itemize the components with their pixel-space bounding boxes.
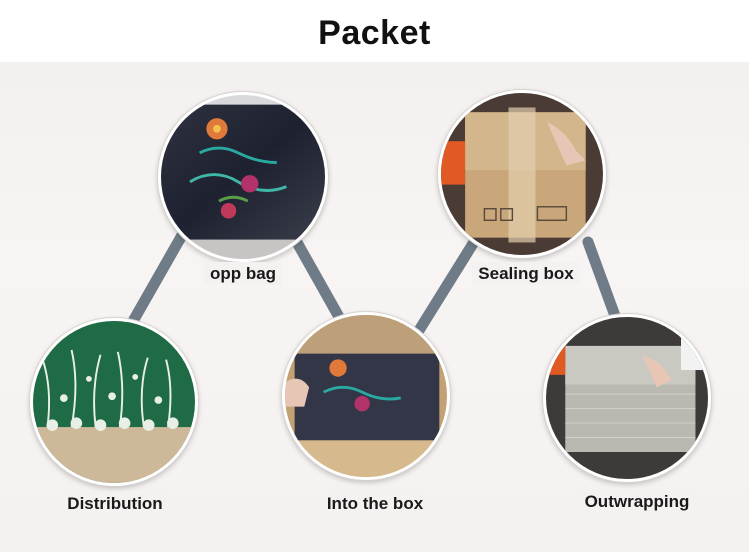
distribution-photo <box>30 318 198 486</box>
opp-bag-label: opp bag <box>203 262 283 285</box>
header: Packet <box>0 0 749 66</box>
packing-process-stage: opp bag Sealing box <box>0 62 749 552</box>
sealing-box-label: Sealing box <box>472 262 580 285</box>
sealing-box-image <box>441 93 603 255</box>
sealing-box-label-text: Sealing box <box>472 262 580 285</box>
outwrapping-image <box>546 317 708 479</box>
opp-bag-image <box>161 95 325 259</box>
outwrapping-label-text: Outwrapping <box>578 490 696 513</box>
opp-bag-label-text: opp bag <box>203 262 283 285</box>
sealing-box-photo <box>438 90 606 258</box>
into-the-box-photo <box>282 312 450 480</box>
into-the-box-label: Into the box <box>320 492 430 515</box>
page-title: Packet <box>318 13 431 52</box>
into-the-box-label-text: Into the box <box>320 492 430 515</box>
distribution-label: Distribution <box>61 492 169 515</box>
distribution-label-text: Distribution <box>61 492 169 515</box>
into-the-box-image <box>285 315 447 477</box>
distribution-image <box>33 321 195 483</box>
outwrapping-label: Outwrapping <box>578 490 696 513</box>
connector-sealing-to-outwrapping <box>582 236 624 330</box>
opp-bag-photo <box>158 92 328 262</box>
outwrapping-photo <box>543 314 711 482</box>
